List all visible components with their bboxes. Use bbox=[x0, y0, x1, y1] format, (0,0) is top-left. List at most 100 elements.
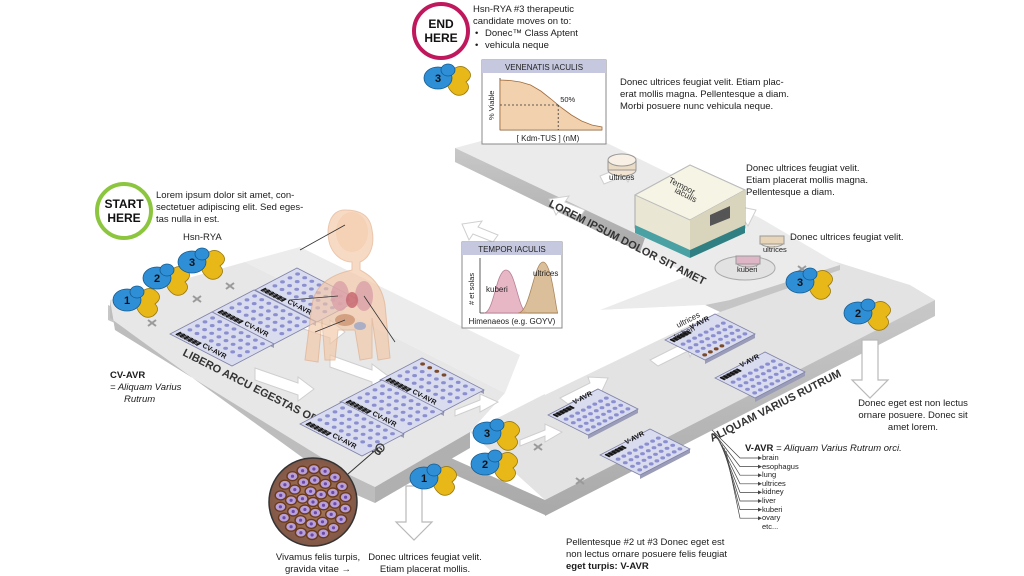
plate-well bbox=[612, 406, 618, 410]
end-description: Hsn-RYA #3 therapeutic candidate moves o… bbox=[473, 4, 623, 52]
plate-well bbox=[434, 377, 439, 381]
plate-well bbox=[441, 373, 447, 377]
bottom-mid-description: Pellentesque #2 ut #3 Donec eget est non… bbox=[566, 537, 766, 573]
machine-description: Donec ultrices feugiat velit. Etiam plac… bbox=[746, 163, 906, 199]
plate-well bbox=[705, 337, 710, 341]
plate-well bbox=[736, 377, 742, 381]
plate-well bbox=[382, 436, 388, 440]
cell-nucleus bbox=[289, 525, 293, 529]
plate-well bbox=[339, 421, 345, 425]
assay-plate: CV-AVR bbox=[211, 289, 317, 345]
plate-well bbox=[223, 346, 229, 350]
plate-well bbox=[387, 388, 393, 392]
plate-well bbox=[407, 414, 413, 418]
molecule-number: 3 bbox=[797, 277, 803, 289]
plate-well bbox=[408, 406, 414, 410]
plate-well bbox=[614, 413, 619, 417]
assay-plate: V-AVR bbox=[664, 313, 756, 364]
plate-well bbox=[383, 428, 388, 432]
plate-well bbox=[426, 381, 432, 385]
plate-well bbox=[309, 287, 314, 291]
plate-well bbox=[418, 385, 424, 389]
start-badge-line1: START bbox=[104, 197, 144, 211]
bottom-mid-line: eget turpis: V-AVR bbox=[566, 561, 649, 572]
divider-marks bbox=[147, 265, 807, 485]
cell-nucleus bbox=[301, 480, 306, 484]
viability-ylabel: % Viable bbox=[487, 91, 496, 120]
plate-well bbox=[765, 362, 770, 366]
micrograph-caption-line: Vivamus felis turpis, bbox=[275, 552, 361, 563]
viability-xlabel: [ Kdm-TUS ] (nM) bbox=[517, 134, 580, 143]
plate-well bbox=[762, 378, 768, 382]
molecule-number: 2 bbox=[154, 273, 160, 285]
molecule-one: 1 bbox=[112, 285, 160, 318]
tissue-item: liver bbox=[762, 496, 776, 505]
plate-well bbox=[243, 313, 249, 317]
cell-nucleus bbox=[279, 493, 283, 497]
plate-well bbox=[253, 338, 258, 342]
plate-well bbox=[664, 446, 670, 450]
plate-well bbox=[697, 333, 703, 337]
start-text-line: tas nulla in est. bbox=[156, 214, 220, 225]
cell-nucleus bbox=[339, 517, 343, 521]
plate-well bbox=[647, 455, 653, 459]
cell-nucleus bbox=[290, 474, 295, 478]
plate-well bbox=[769, 382, 775, 386]
plate-well bbox=[368, 428, 374, 432]
plate-well bbox=[302, 320, 307, 324]
plate-well bbox=[371, 403, 377, 407]
viability-chart: VENENATIS IACULIS 50% % Viable [ Kdm-TUS… bbox=[481, 59, 607, 145]
cell-nucleus bbox=[333, 475, 337, 479]
plate-well bbox=[194, 331, 200, 336]
plate-well bbox=[753, 368, 759, 372]
plate-well bbox=[580, 408, 586, 412]
cell-nucleus bbox=[312, 467, 316, 471]
plate-well bbox=[223, 339, 229, 343]
assay-plate: CV-AVR bbox=[339, 379, 445, 435]
cell-nucleus bbox=[313, 478, 317, 482]
plate-well bbox=[611, 400, 616, 404]
plate-well bbox=[720, 321, 726, 325]
cell-nucleus bbox=[321, 503, 326, 507]
plate-well bbox=[252, 294, 257, 298]
plate-well bbox=[279, 287, 285, 292]
left-exit-line: Etiam placerat mollis. bbox=[379, 564, 471, 575]
right-exit-description: Donec eget est non lectus ornare posuere… bbox=[853, 398, 973, 434]
molecule-number: 3 bbox=[484, 428, 490, 440]
plate-well bbox=[563, 417, 569, 421]
start-here-badge: START HERE bbox=[95, 182, 153, 240]
plate-well bbox=[660, 456, 666, 460]
cell-nucleus bbox=[299, 531, 303, 535]
plate-well bbox=[763, 385, 769, 389]
plate-well bbox=[433, 392, 438, 396]
plate-well bbox=[375, 424, 381, 428]
plate-well bbox=[353, 429, 359, 433]
plate-well bbox=[404, 377, 410, 382]
plate-well bbox=[641, 458, 647, 462]
plate-well bbox=[608, 416, 614, 420]
tissue-item: etc... bbox=[762, 521, 779, 531]
end-badge-line1: END bbox=[428, 17, 454, 31]
plate-well bbox=[265, 324, 270, 328]
plate-well bbox=[619, 410, 625, 414]
plate-well bbox=[663, 440, 668, 444]
plate-well bbox=[427, 366, 433, 370]
cell-nucleus bbox=[320, 520, 325, 524]
plate-well bbox=[245, 350, 250, 354]
plate-well bbox=[367, 436, 373, 440]
cell-nucleus bbox=[323, 482, 327, 486]
plates: CV-AVRCV-AVRCV-AVRCV-AVRCV-AVRCV-AVRV-AV… bbox=[169, 267, 806, 479]
plate-well bbox=[208, 339, 214, 343]
plate-well bbox=[722, 328, 728, 332]
molecule-number: 1 bbox=[421, 473, 427, 485]
plate-well bbox=[447, 392, 453, 396]
plate-well bbox=[606, 409, 612, 413]
micrograph-caption-line: gravida vitae → bbox=[284, 564, 351, 575]
plate-well bbox=[347, 410, 353, 414]
plate-well bbox=[605, 403, 611, 407]
plate-well bbox=[463, 384, 468, 388]
plate-well bbox=[644, 442, 650, 446]
plate-well bbox=[598, 399, 603, 403]
cell-nucleus bbox=[289, 498, 293, 502]
tissue-leader-lines bbox=[711, 429, 762, 521]
